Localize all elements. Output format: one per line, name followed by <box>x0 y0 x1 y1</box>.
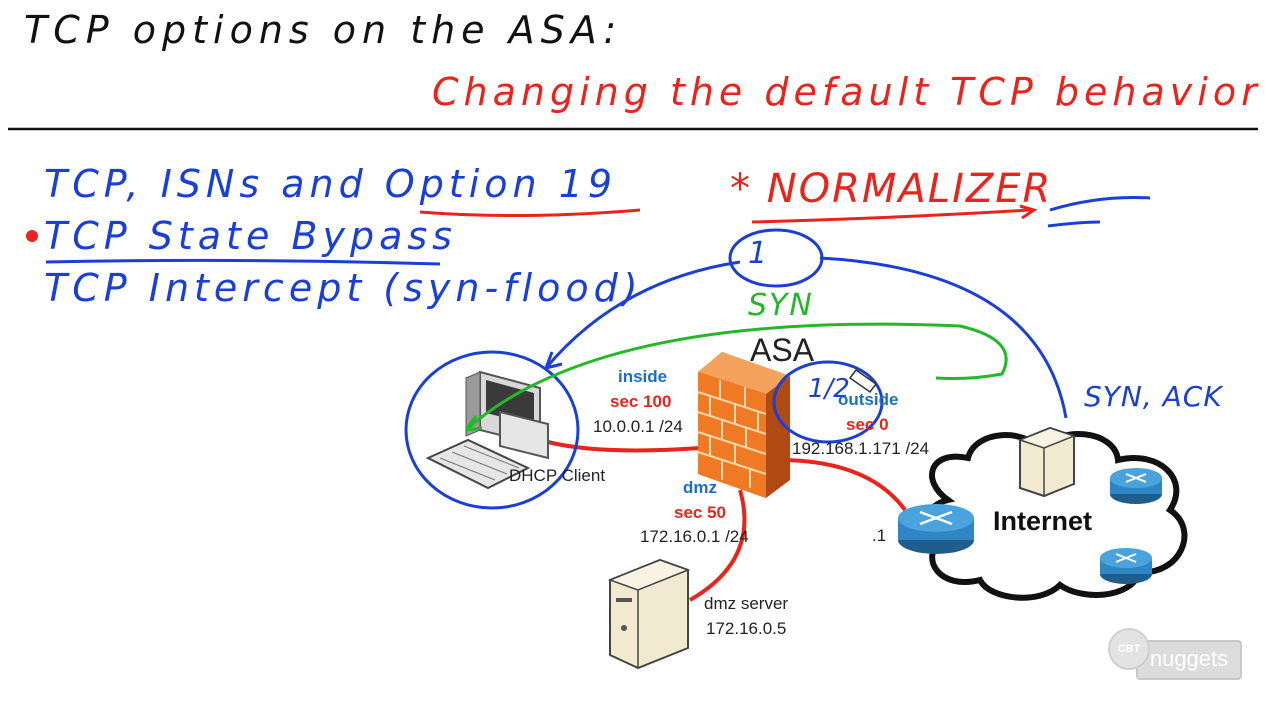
logo-wordmark: nuggets <box>1136 640 1242 680</box>
link-inside <box>547 440 701 453</box>
dhcp-client-label: DHCP Client <box>509 466 606 485</box>
link-dmz <box>689 489 747 602</box>
dmz-server-icon <box>607 558 691 670</box>
dmz-server-label: dmz server <box>704 594 789 613</box>
pen-cursor-icon <box>848 368 878 394</box>
internet-router-icon <box>1110 468 1162 504</box>
topic-state-bypass: TCP State Bypass <box>44 214 457 258</box>
handwritten-underlines <box>45 196 1151 266</box>
topic-isn-option19: TCP, ISNs and Option 19 <box>44 162 618 206</box>
gateway-address-label: .1 <box>872 526 887 545</box>
link-outside <box>784 458 907 512</box>
slide-subtitle: Changing the default TCP behavior <box>432 70 1262 114</box>
slide-title: TCP options on the ASA: <box>24 8 623 52</box>
topic-tcp-intercept: TCP Intercept (syn-flood) <box>44 266 643 310</box>
outside-security-level: sec 0 <box>846 415 889 434</box>
bullet-dot <box>26 230 38 242</box>
dmz-security-level: sec 50 <box>674 503 726 522</box>
syn-annotation: SYN <box>748 288 814 323</box>
internet-server-icon <box>1017 426 1077 498</box>
gateway-router-icon <box>898 504 974 554</box>
internet-router-icon <box>1100 548 1152 584</box>
handwritten-arrows <box>464 256 1068 432</box>
outside-ip-address: 192.168.1.171 /24 <box>792 439 930 458</box>
asa-firewall-icon <box>697 352 790 498</box>
asa-label: ASA <box>750 332 815 368</box>
circled-number-annotation: 1 <box>748 236 768 271</box>
dmz-ip-address: 172.16.0.1 /24 <box>640 527 749 546</box>
inside-ip-address: 10.0.0.1 /24 <box>593 417 683 436</box>
logo-badge: CBT <box>1108 628 1150 670</box>
cbt-nuggets-logo: nuggets CBT <box>1108 628 1242 680</box>
normalizer-annotation: * NORMALIZER <box>730 166 1053 212</box>
synack-annotation: SYN, ACK <box>1084 380 1223 413</box>
half-annotation: 1/2 <box>808 374 850 404</box>
outside-interface-name: outside <box>838 390 899 409</box>
internet-label: Internet <box>993 506 1093 536</box>
inside-security-level: sec 100 <box>610 392 672 411</box>
inside-interface-name: inside <box>618 367 668 386</box>
network-links <box>547 440 907 602</box>
dmz-interface-name: dmz <box>683 478 717 497</box>
dmz-server-ip: 172.16.0.5 <box>706 619 787 638</box>
handwritten-circles <box>404 228 884 510</box>
